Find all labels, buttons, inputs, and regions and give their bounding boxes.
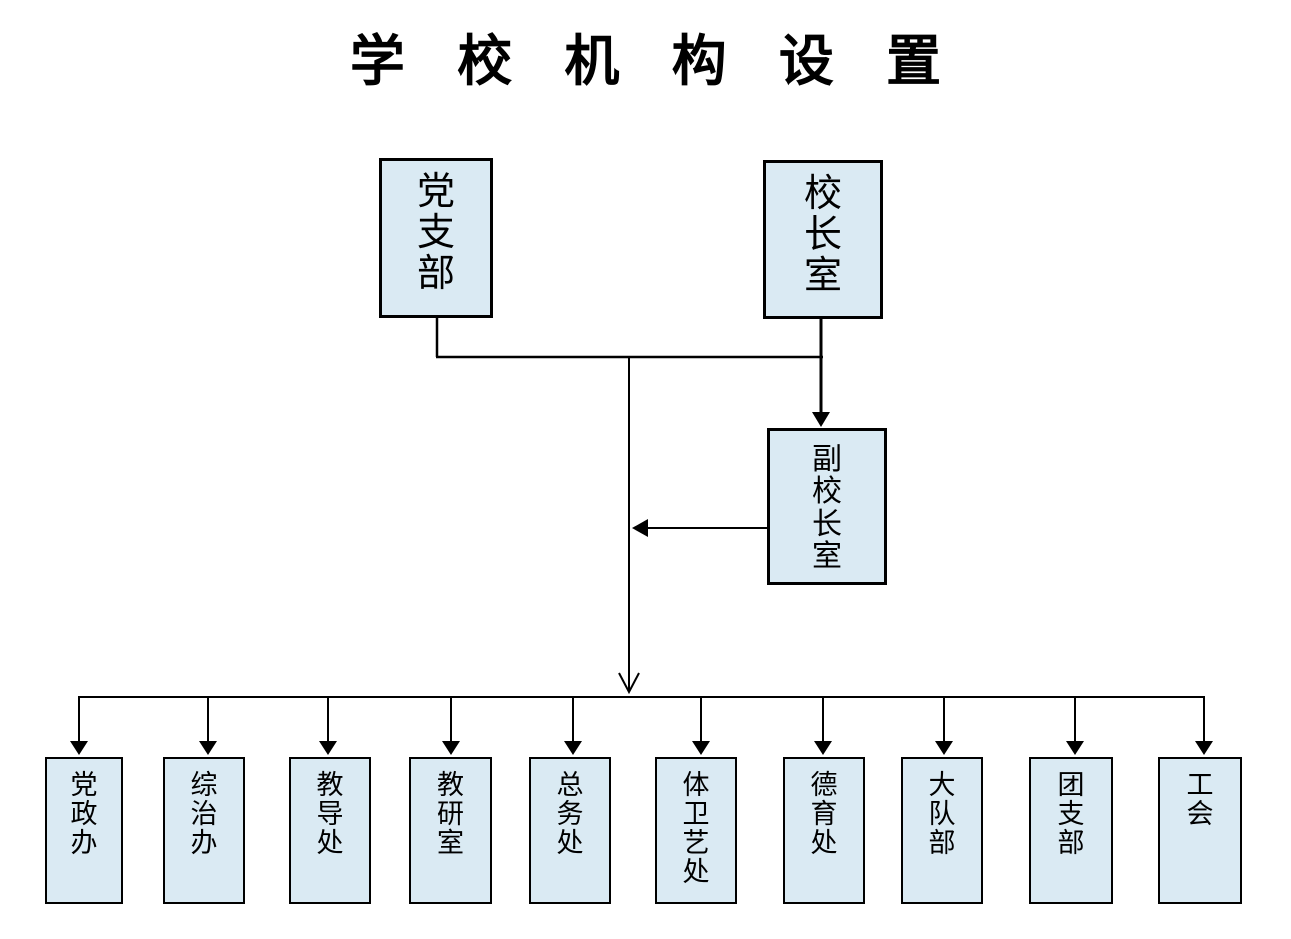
node-dept-comprehensive-governance-office[interactable]: 综治办 bbox=[163, 757, 245, 904]
node-dept-labor-union[interactable]: 工会 bbox=[1158, 757, 1242, 904]
node-dept-moral-education-office[interactable]: 德育处 bbox=[783, 757, 865, 904]
page-title: 学校机构设置 bbox=[349, 31, 994, 92]
node-dept-label: 工会 bbox=[1186, 770, 1214, 830]
arrowhead-dept-9 bbox=[1195, 741, 1213, 755]
node-dept-label: 教研室 bbox=[437, 770, 464, 859]
arrowhead-principal-to-vice bbox=[812, 412, 830, 427]
node-dept-general-affairs-office[interactable]: 总务处 bbox=[529, 757, 611, 904]
node-dept-label: 总务处 bbox=[556, 770, 584, 859]
node-dept-label: 团支部 bbox=[1057, 770, 1085, 859]
node-principal-office-label: 校长室 bbox=[804, 173, 843, 298]
node-dept-label: 党政办 bbox=[70, 770, 98, 859]
node-principal-office[interactable]: 校长室 bbox=[763, 160, 883, 319]
arrowhead-vice-to-trunk bbox=[632, 519, 648, 537]
node-dept-sports-health-arts-office[interactable]: 体卫艺处 bbox=[655, 757, 737, 904]
node-dept-youth-league-branch[interactable]: 团支部 bbox=[1029, 757, 1113, 904]
arrowhead-dept-1 bbox=[199, 741, 217, 755]
node-dept-teaching-research-room[interactable]: 教研室 bbox=[409, 757, 492, 904]
node-dept-label: 教导处 bbox=[316, 770, 344, 859]
node-dept-label: 德育处 bbox=[810, 770, 838, 859]
node-dept-party-admin-office[interactable]: 党政办 bbox=[45, 757, 123, 904]
arrowhead-dept-4 bbox=[564, 741, 582, 755]
node-dept-brigade-department[interactable]: 大队部 bbox=[901, 757, 983, 904]
trunk-arrowhead bbox=[618, 672, 640, 695]
node-party-branch[interactable]: 党支部 bbox=[379, 158, 493, 318]
node-dept-label: 大队部 bbox=[928, 770, 956, 859]
node-vice-principal-office-label: 副校长室 bbox=[812, 443, 842, 574]
arrowhead-dept-0 bbox=[70, 741, 88, 755]
arrowhead-dept-5 bbox=[692, 741, 710, 755]
arrowhead-dept-3 bbox=[442, 741, 460, 755]
node-vice-principal-office[interactable]: 副校长室 bbox=[767, 428, 887, 585]
arrowhead-dept-6 bbox=[814, 741, 832, 755]
arrowhead-dept-8 bbox=[1066, 741, 1084, 755]
arrowhead-dept-2 bbox=[319, 741, 337, 755]
node-dept-label: 体卫艺处 bbox=[682, 770, 710, 888]
node-dept-label: 综治办 bbox=[190, 770, 218, 859]
node-party-branch-label: 党支部 bbox=[417, 171, 456, 296]
arrowhead-dept-7 bbox=[935, 741, 953, 755]
node-dept-teaching-guidance-office[interactable]: 教导处 bbox=[289, 757, 371, 904]
